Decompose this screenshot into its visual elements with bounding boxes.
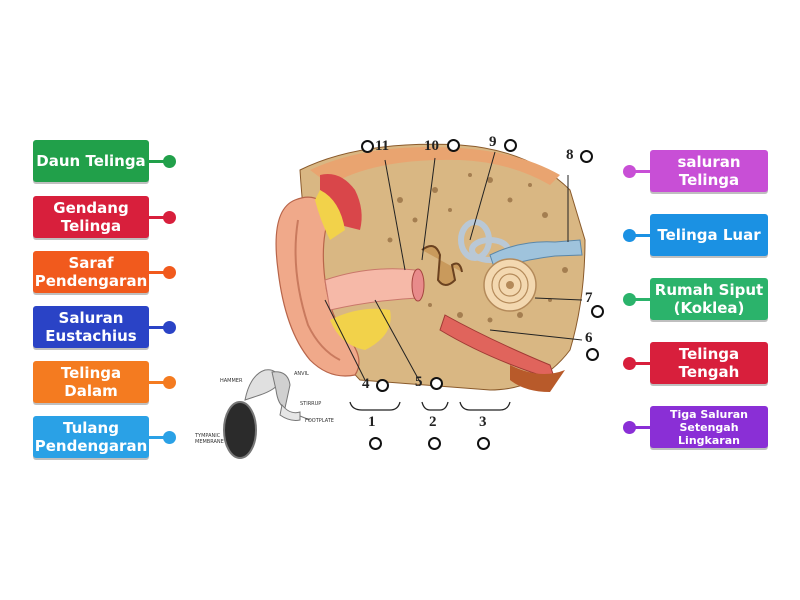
card-connector-line [149,216,165,219]
card-connector-dot[interactable] [163,211,176,224]
drop-target-1[interactable] [369,437,382,450]
drop-target-5[interactable] [430,377,443,390]
ossicles [421,245,463,286]
label-card-text: Telinga Luar [657,226,761,244]
card-connector-line [149,271,165,274]
card-connector-line [149,326,165,329]
label-card-saraf-pendengaran[interactable]: Saraf Pendengaran [33,251,149,293]
diagram-number-6: 6 [585,330,593,346]
card-connector-dot[interactable] [163,376,176,389]
drop-target-11[interactable] [361,140,374,153]
label-card-text: Gendang Telinga [53,199,129,235]
card-connector-line [149,160,165,163]
card-connector-line [149,381,165,384]
card-connector-line [632,234,650,237]
drop-target-4[interactable] [376,379,389,392]
label-card-rumah-siput-koklea[interactable]: Rumah Siput (Koklea) [650,278,768,320]
diagram-number-7: 7 [585,290,593,306]
label-card-text: Saluran Eustachius [45,309,137,345]
inset-label-membrane: MEMBRANE [195,439,224,445]
label-card-tiga-saluran-setengah-lingkaran[interactable]: Tiga Saluran Setengah Lingkaran [650,406,768,448]
inset-label-footplate: FOOTPLATE [305,418,334,424]
skin-layer [310,146,560,185]
drop-target-3[interactable] [477,437,490,450]
diagram-number-5: 5 [415,374,423,390]
diagram-number-4: 4 [362,376,370,392]
drop-target-10[interactable] [447,139,460,152]
label-card-text: Daun Telinga [36,152,146,170]
card-connector-line [632,298,650,301]
eardrum [411,268,425,302]
bottom-flesh [510,365,565,392]
label-card-text: Tulang Pendengaran [34,419,148,455]
leader-lines [324,151,583,383]
drop-target-8[interactable] [580,150,593,163]
card-connector-line [149,436,165,439]
drop-target-2[interactable] [428,437,441,450]
card-connector-dot[interactable] [163,321,176,334]
card-connector-dot[interactable] [623,293,636,306]
card-connector-dot[interactable] [163,155,176,168]
card-connector-dot[interactable] [623,229,636,242]
diagram-number-2: 2 [429,414,437,430]
label-card-text: Telinga Tengah [678,345,740,381]
ear-anatomy-diagram [275,143,586,411]
diagram-number-8: 8 [566,147,574,163]
label-card-text: Saraf Pendengaran [34,254,148,290]
inset-label-stirrup: STIRRUP [300,401,321,407]
card-connector-line [632,426,650,429]
label-card-saluran-telinga[interactable]: saluran Telinga [650,150,768,192]
label-card-telinga-luar[interactable]: Telinga Luar [650,214,768,256]
card-connector-dot[interactable] [623,357,636,370]
anvil-shape [271,371,291,409]
inset-label-hammer: HAMMER [220,378,243,384]
inset-label-anvil: ANVIL [294,371,309,377]
label-card-text: Tiga Saluran Setengah Lingkaran [669,407,749,447]
card-connector-dot[interactable] [623,165,636,178]
card-connector-dot[interactable] [623,421,636,434]
diagram-number-10: 10 [424,138,439,154]
label-card-text: Telinga Dalam [60,364,122,400]
inset-label-tympanic: TYMPANIC [194,433,221,439]
fat-tissue-top [315,190,345,240]
card-connector-dot[interactable] [163,431,176,444]
drop-target-9[interactable] [504,139,517,152]
label-card-text: Rumah Siput (Koklea) [654,281,764,317]
cochlea [483,258,537,312]
card-connector-line [632,362,650,365]
diagram-number-9: 9 [489,134,497,150]
cartilage [320,174,362,230]
label-card-tulang-pendengaran[interactable]: Tulang Pendengaran [33,416,149,458]
region-brackets [349,401,511,411]
diagram-number-3: 3 [479,414,487,430]
label-card-saluran-eustachius[interactable]: Saluran Eustachius [33,306,149,348]
diagram-number-1: 1 [368,414,376,430]
ossicle-inset-diagram: HAMMER ANVIL STIRRUP FOOTPLATE TYMPANIC … [194,369,334,459]
label-card-text: saluran Telinga [677,153,741,189]
stirrup-shape [279,403,301,421]
card-connector-line [632,170,650,173]
drop-target-7[interactable] [591,305,604,318]
label-card-gendang-telinga[interactable]: Gendang Telinga [33,196,149,238]
label-card-telinga-tengah[interactable]: Telinga Tengah [650,342,768,384]
label-card-telinga-dalam[interactable]: Telinga Dalam [33,361,149,403]
card-connector-dot[interactable] [163,266,176,279]
drop-target-6[interactable] [586,348,599,361]
label-card-daun-telinga[interactable]: Daun Telinga [33,140,149,182]
tympanic-membrane-shape [223,401,257,459]
diagram-number-11: 11 [375,138,390,154]
